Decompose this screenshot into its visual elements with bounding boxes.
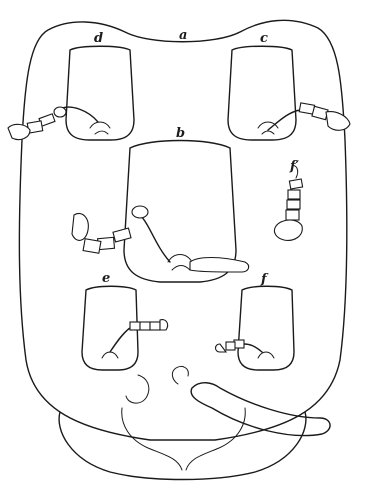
label-f-prime: f′ — [289, 159, 300, 174]
label-a: a — [179, 28, 187, 43]
antenna-d — [8, 107, 98, 140]
mandible-left — [122, 408, 182, 470]
mouthpart-center-hook — [172, 366, 188, 384]
label-d: d — [94, 31, 103, 46]
part-f-socket — [258, 352, 274, 358]
part-e-socket — [102, 352, 118, 358]
label-b: b — [176, 126, 185, 141]
label-e: e — [102, 271, 110, 286]
antenna-c — [268, 103, 350, 130]
mandible-right — [186, 408, 245, 470]
part-c-outline — [228, 46, 296, 140]
part-b-socket — [168, 255, 192, 271]
lower-head-outline — [59, 412, 306, 480]
part-d-outline — [66, 46, 134, 140]
part-f-outline — [238, 286, 294, 370]
mouthpart-left-curl — [126, 375, 149, 403]
label-c: c — [260, 31, 268, 46]
antenna-f-prime — [274, 166, 302, 241]
part-d-socket — [90, 122, 110, 134]
antenna-b-left — [72, 206, 170, 262]
label-f: f — [260, 272, 269, 287]
antenna-b-right — [190, 258, 249, 273]
antenna-e — [110, 320, 168, 352]
